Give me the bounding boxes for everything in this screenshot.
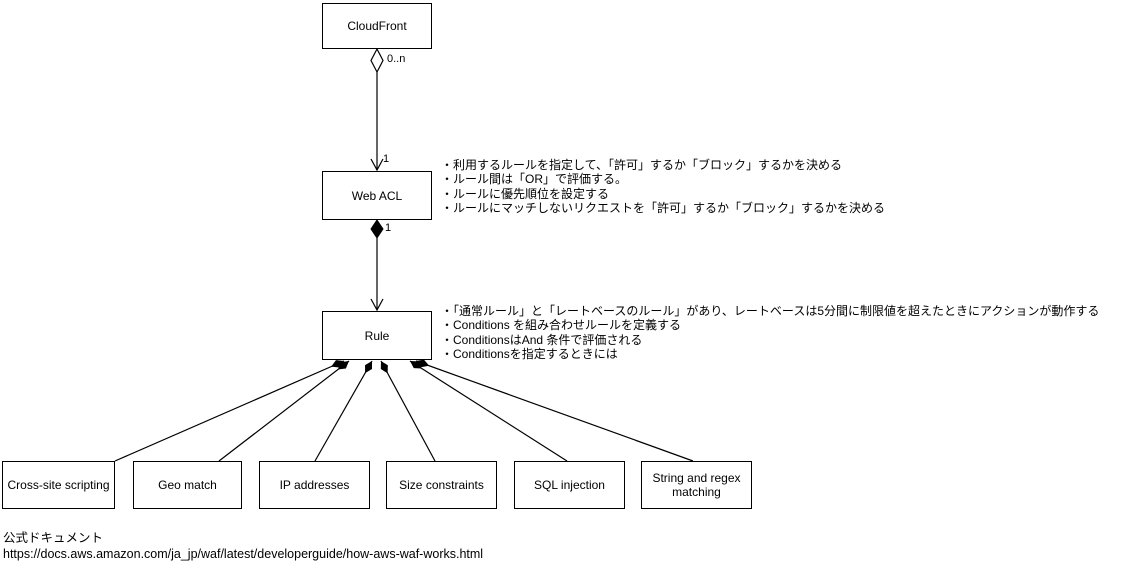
node-geo-match: Geo match [133,461,242,509]
footer-title: 公式ドキュメント [3,531,104,545]
open-arrow-icon [370,298,384,312]
filled-diamond-icon [331,360,344,368]
edge-rule-cross-site-scripting [114,360,345,462]
node-rule: Rule [322,311,432,360]
node-label: Size constraints [399,478,484,492]
edge-rule-size-constraints [380,360,436,462]
node-label: Geo match [158,478,217,492]
node-web-acl-label: Web ACL [351,188,403,203]
edge-rule-sql-injection [409,360,568,462]
note-line: ・Conditions を組み合わせルールを定義する [441,318,682,333]
filled-diamond-icon [380,361,388,374]
edge-line [218,360,350,462]
footer: 公式ドキュメント https://docs.aws.amazon.com/ja_… [3,530,483,561]
multiplicity-webacl-top-end: 1 [383,153,390,165]
node-sql-injection: SQL injection [514,461,625,509]
node-string-regex-matching: String and regex matching [641,461,752,509]
node-label: String and regex matching [652,471,741,499]
edge-line [415,360,694,462]
note-line: ・ConditionsはAnd 条件で評価される [441,332,643,347]
edge-line [409,360,568,462]
filled-diamond-icon [416,359,430,368]
node-cloudfront: CloudFront [322,3,432,49]
open-diamond-icon [370,47,384,74]
node-cloudfront-label: CloudFront [347,19,407,33]
node-rule-label: Rule [364,328,390,343]
edge-line [114,360,345,462]
node-size-constraints: Size constraints [386,461,497,509]
node-label: IP addresses [279,478,350,492]
edge-webacl-rule [370,219,384,312]
edge-rule-ip-addresses [314,360,373,462]
multiplicity-webacl-bottom-end: 1 [385,222,392,234]
note-line: ・ルール間は「OR」で評価する。 [441,172,628,187]
node-cross-site-scripting: Cross-site scripting [2,461,115,509]
node-label: Cross-site scripting [7,478,110,492]
note-line: ・ルールに優先順位を設定する [441,186,610,201]
open-arrow-icon [370,158,384,172]
filled-diamond-icon [370,219,384,239]
edge-cloudfront-webacl [370,47,384,172]
edge-line [380,360,436,462]
edge-rule-string-regex [415,359,694,462]
note-line: ・「通常ルール」と「レートベースのルール」があり、レートベースは5分間に制限値を… [441,304,1100,318]
note-line: ・ルールにマッチしないリクエストを「許可」するか「ブロック」するかを決める [441,201,886,216]
multiplicity-cloudfront-end: 0..n [387,53,406,65]
node-web-acl: Web ACL [322,171,432,220]
filled-diamond-icon [410,361,422,369]
web-acl-notes: ・利用するルールを指定して、「許可」するか「ブロック」するかを決める ・ルール間… [441,158,885,216]
filled-diamond-icon [365,361,373,374]
edge-line [314,360,373,462]
edge-rule-geo-match [218,360,350,462]
rule-notes: ・「通常ルール」と「レートベースのルール」があり、レートベースは5分間に制限値を… [441,304,1099,362]
note-line: ・Conditionsを指定するときには [441,347,618,362]
node-ip-addresses: IP addresses [259,461,370,509]
note-line: ・利用するルールを指定して、「許可」するか「ブロック」するかを決める [441,158,843,172]
footer-url: https://docs.aws.amazon.com/ja_jp/waf/la… [3,547,484,561]
node-label: SQL injection [534,478,605,492]
filled-diamond-icon [337,361,349,370]
